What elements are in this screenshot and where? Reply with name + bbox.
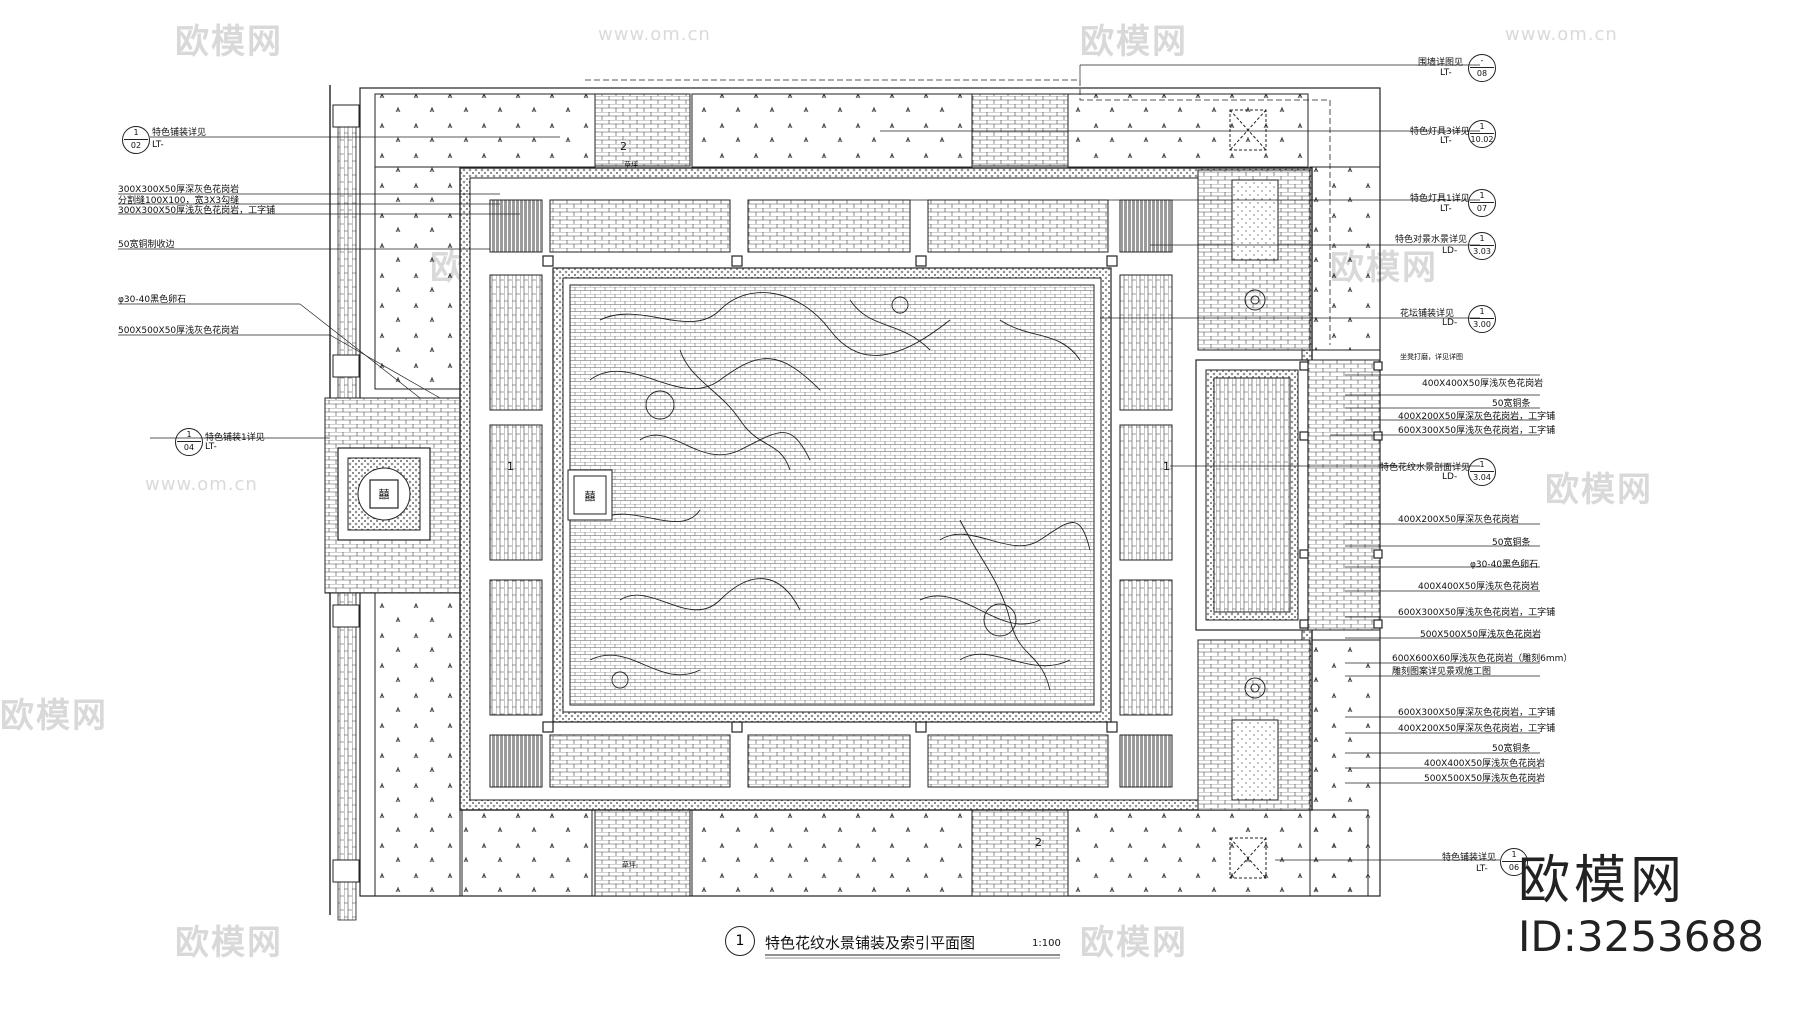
annotation-left: 分割缝100X100，宽3X3勾缝: [118, 196, 240, 206]
watermark-logo: 欧模网: [0, 696, 108, 736]
section-marker: 1: [1163, 460, 1170, 473]
index-number: 1: [1479, 191, 1485, 200]
detail-index-symbol[interactable]: 1 06: [1500, 848, 1528, 876]
index-ref: LT-: [152, 140, 164, 150]
annotation-right: 600X300X50厚浅灰色花岗岩，工字铺: [1398, 426, 1556, 436]
svg-text:囍: 囍: [379, 488, 390, 501]
detail-index-symbol[interactable]: 1 07: [1468, 189, 1496, 217]
watermark-logo: 欧模网: [175, 22, 283, 62]
annotation-left: φ30-40黑色卵石: [118, 295, 187, 305]
detail-index-symbol[interactable]: 1 02: [122, 126, 150, 154]
annotation-left: 300X300X50厚浅灰色花岗岩，工字铺: [118, 206, 276, 216]
watermark-logo: 欧模网: [175, 923, 283, 963]
index-ref: LT-: [1476, 864, 1488, 874]
index-sheet: 07: [1476, 204, 1488, 213]
index-number: 1: [1479, 122, 1485, 131]
brand-logo: 欧模网: [1518, 851, 1687, 911]
stairs-note: 坐凳打磨，详见详图: [1400, 353, 1463, 361]
annotation-right: 500X500X50厚浅灰色花岗岩: [1424, 774, 1546, 784]
annotation-right: 50宽铜条: [1492, 399, 1531, 409]
brand-id: ID:3253688: [1518, 912, 1764, 961]
annotation-left: 300X300X50厚深灰色花岗岩: [118, 185, 240, 195]
drawing-title-index: 1: [725, 926, 755, 956]
annotation-right: 400X400X50厚浅灰色花岗岩: [1418, 582, 1540, 592]
index-ref: LT-: [1440, 68, 1452, 78]
index-number: 1: [1479, 460, 1485, 469]
watermark-logo: 欧模网: [1545, 470, 1653, 510]
grass-label: 草坪: [622, 861, 636, 869]
index-number: 1: [186, 430, 192, 439]
index-ref: LT-: [1440, 204, 1452, 214]
index-number: 1: [1479, 307, 1485, 316]
watermark-logo: 欧模网: [1080, 923, 1188, 963]
index-number: 1: [133, 128, 139, 137]
detail-index-symbol[interactable]: 1 3.00: [1468, 305, 1496, 333]
index-ref: LD-: [1442, 246, 1458, 256]
index-label: 围墙详图见: [1418, 58, 1464, 68]
annotation-right: 400X200X50厚深灰色花岗岩，工字铺: [1398, 412, 1556, 422]
index-label: 特色灯具1详见: [1410, 194, 1470, 204]
watermark-url: www.om.cn: [1505, 24, 1618, 45]
annotation-right: 600X300X50厚浅灰色花岗岩，工字铺: [1398, 608, 1556, 618]
detail-index-symbol[interactable]: 1 10.02: [1468, 120, 1496, 148]
annotation-left: 50宽铜制收边: [118, 240, 175, 250]
annotation-right: 50宽铜条: [1492, 538, 1531, 548]
index-sheet: 3.00: [1473, 320, 1491, 329]
annotation-right: 400X200X50厚深灰色花岗岩: [1398, 515, 1520, 525]
annotation-right: 600X300X50厚深灰色花岗岩，工字铺: [1398, 708, 1556, 718]
watermark-url: www.om.cn: [598, 24, 711, 45]
detail-index-symbol[interactable]: - 08: [1468, 54, 1496, 82]
svg-text:囍: 囍: [585, 490, 596, 503]
index-sheet: 3.04: [1473, 473, 1491, 482]
section-marker: 1: [507, 460, 514, 473]
index-ref: LD-: [1442, 318, 1458, 328]
index-ref: LT-: [205, 442, 217, 452]
index-sheet: 3.03: [1473, 247, 1491, 256]
detail-index-symbol[interactable]: 1 3.04: [1468, 458, 1496, 486]
section-marker: 2: [1035, 836, 1042, 849]
index-sheet: 10.02: [1470, 135, 1494, 144]
watermark-url: www.om.cn: [145, 474, 258, 495]
annotation-right: 500X500X50厚浅灰色花岗岩: [1420, 630, 1542, 640]
index-sheet: 06: [1508, 863, 1520, 872]
watermark-logo: 欧模网: [1080, 22, 1188, 62]
index-label: 花坛铺装详见: [1400, 309, 1455, 319]
index-number: -: [1480, 56, 1484, 65]
index-sheet: 02: [130, 141, 142, 150]
index-label: 特色对景水景详见: [1395, 235, 1468, 245]
annotation-right: 400X400X50厚浅灰色花岗岩: [1424, 759, 1546, 769]
grass-label: 草坪: [624, 161, 638, 169]
annotation-right: φ30-40黑色卵石: [1470, 560, 1539, 570]
index-ref: LT-: [1440, 136, 1452, 146]
drawing-title: 特色花纹水景铺装及索引平面图: [765, 934, 976, 952]
annotation-right: 400X400X50厚浅灰色花岗岩: [1422, 379, 1544, 389]
index-label: 特色铺装1详见: [205, 433, 265, 443]
detail-index-symbol[interactable]: 1 3.03: [1468, 232, 1496, 260]
index-ref: LD-: [1442, 472, 1458, 482]
annotation-right: 50宽铜条: [1492, 744, 1531, 754]
detail-index-symbol[interactable]: 1 04: [175, 428, 203, 456]
annotation-right: 600X600X60厚浅灰色花岗岩（雕刻6mm）: [1392, 654, 1573, 664]
section-marker: 2: [620, 140, 627, 153]
index-sheet: 04: [183, 443, 195, 452]
index-label: 特色灯具3详见: [1410, 127, 1470, 137]
annotation-left: 500X500X50厚浅灰色花岗岩: [118, 326, 240, 336]
annotation-right: 400X200X50厚深灰色花岗岩，工字铺: [1398, 724, 1556, 734]
index-sheet: 08: [1476, 69, 1488, 78]
index-label: 特色铺装详见: [1442, 853, 1497, 863]
index-number: 1: [1511, 850, 1517, 859]
index-number: 1: [1479, 234, 1485, 243]
index-label: 特色铺装详见: [152, 128, 207, 138]
drawing-scale: 1:100: [1032, 938, 1061, 949]
index-label: 特色花纹水景剖面详见: [1380, 463, 1471, 473]
annotation-right: 雕刻图案详见景观施工图: [1392, 667, 1492, 677]
